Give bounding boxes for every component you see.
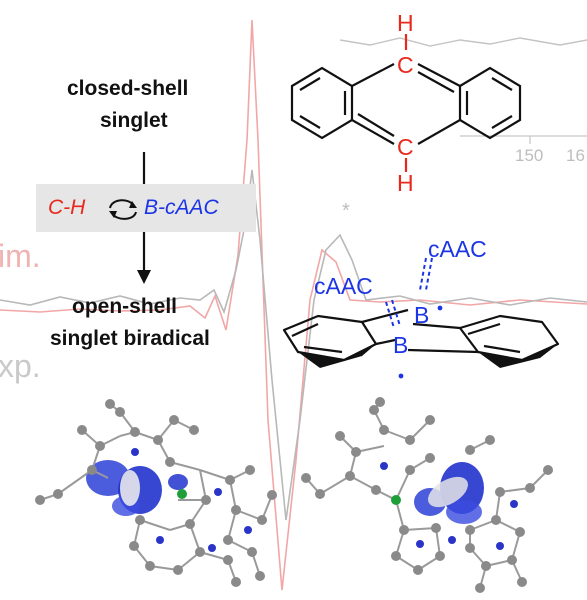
carbon-atom-bottom: C xyxy=(397,134,414,160)
nitrogen-atoms xyxy=(131,448,518,552)
spin-density-left xyxy=(86,460,188,516)
bcaac-label: B-cAAC xyxy=(144,196,219,219)
substitution-box: C-H B-cAAC xyxy=(36,184,256,232)
caac-ligand-left: cAAC xyxy=(314,273,373,299)
open-shell-label: open-shell xyxy=(72,295,178,318)
boron-atom-upper: B xyxy=(414,302,430,328)
caac-ligand-right: cAAC xyxy=(428,236,487,262)
exchange-icon xyxy=(109,199,137,220)
experimental-label: xp. xyxy=(0,348,41,384)
hydrogen-atom-top: H xyxy=(397,10,414,36)
singlet-biradical-label: singlet biradical xyxy=(50,327,210,350)
ch-label: C-H xyxy=(48,196,86,219)
hydrogen-atom-bottom: H xyxy=(397,170,414,196)
boron-atoms-model xyxy=(177,489,401,505)
simulated-label: im. xyxy=(0,238,41,274)
peak-marker: * xyxy=(342,200,350,222)
closed-shell-label: closed-shell xyxy=(67,77,189,100)
axis-tick-label: 16 xyxy=(566,146,585,165)
axis-tick-label: 150 xyxy=(515,146,544,165)
radical-dot-upper xyxy=(437,305,443,311)
boron-atom-lower: B xyxy=(393,332,409,358)
spin-density-right xyxy=(414,462,484,524)
carbon-atom-top: C xyxy=(397,52,414,78)
experimental-trace-top xyxy=(339,37,587,47)
singlet-label: singlet xyxy=(100,109,168,132)
experimental-spectrum-trace xyxy=(0,169,587,521)
radical-dot-lower xyxy=(398,373,404,379)
carbon-atoms xyxy=(35,397,553,593)
simulated-spectrum-trace xyxy=(0,19,587,591)
